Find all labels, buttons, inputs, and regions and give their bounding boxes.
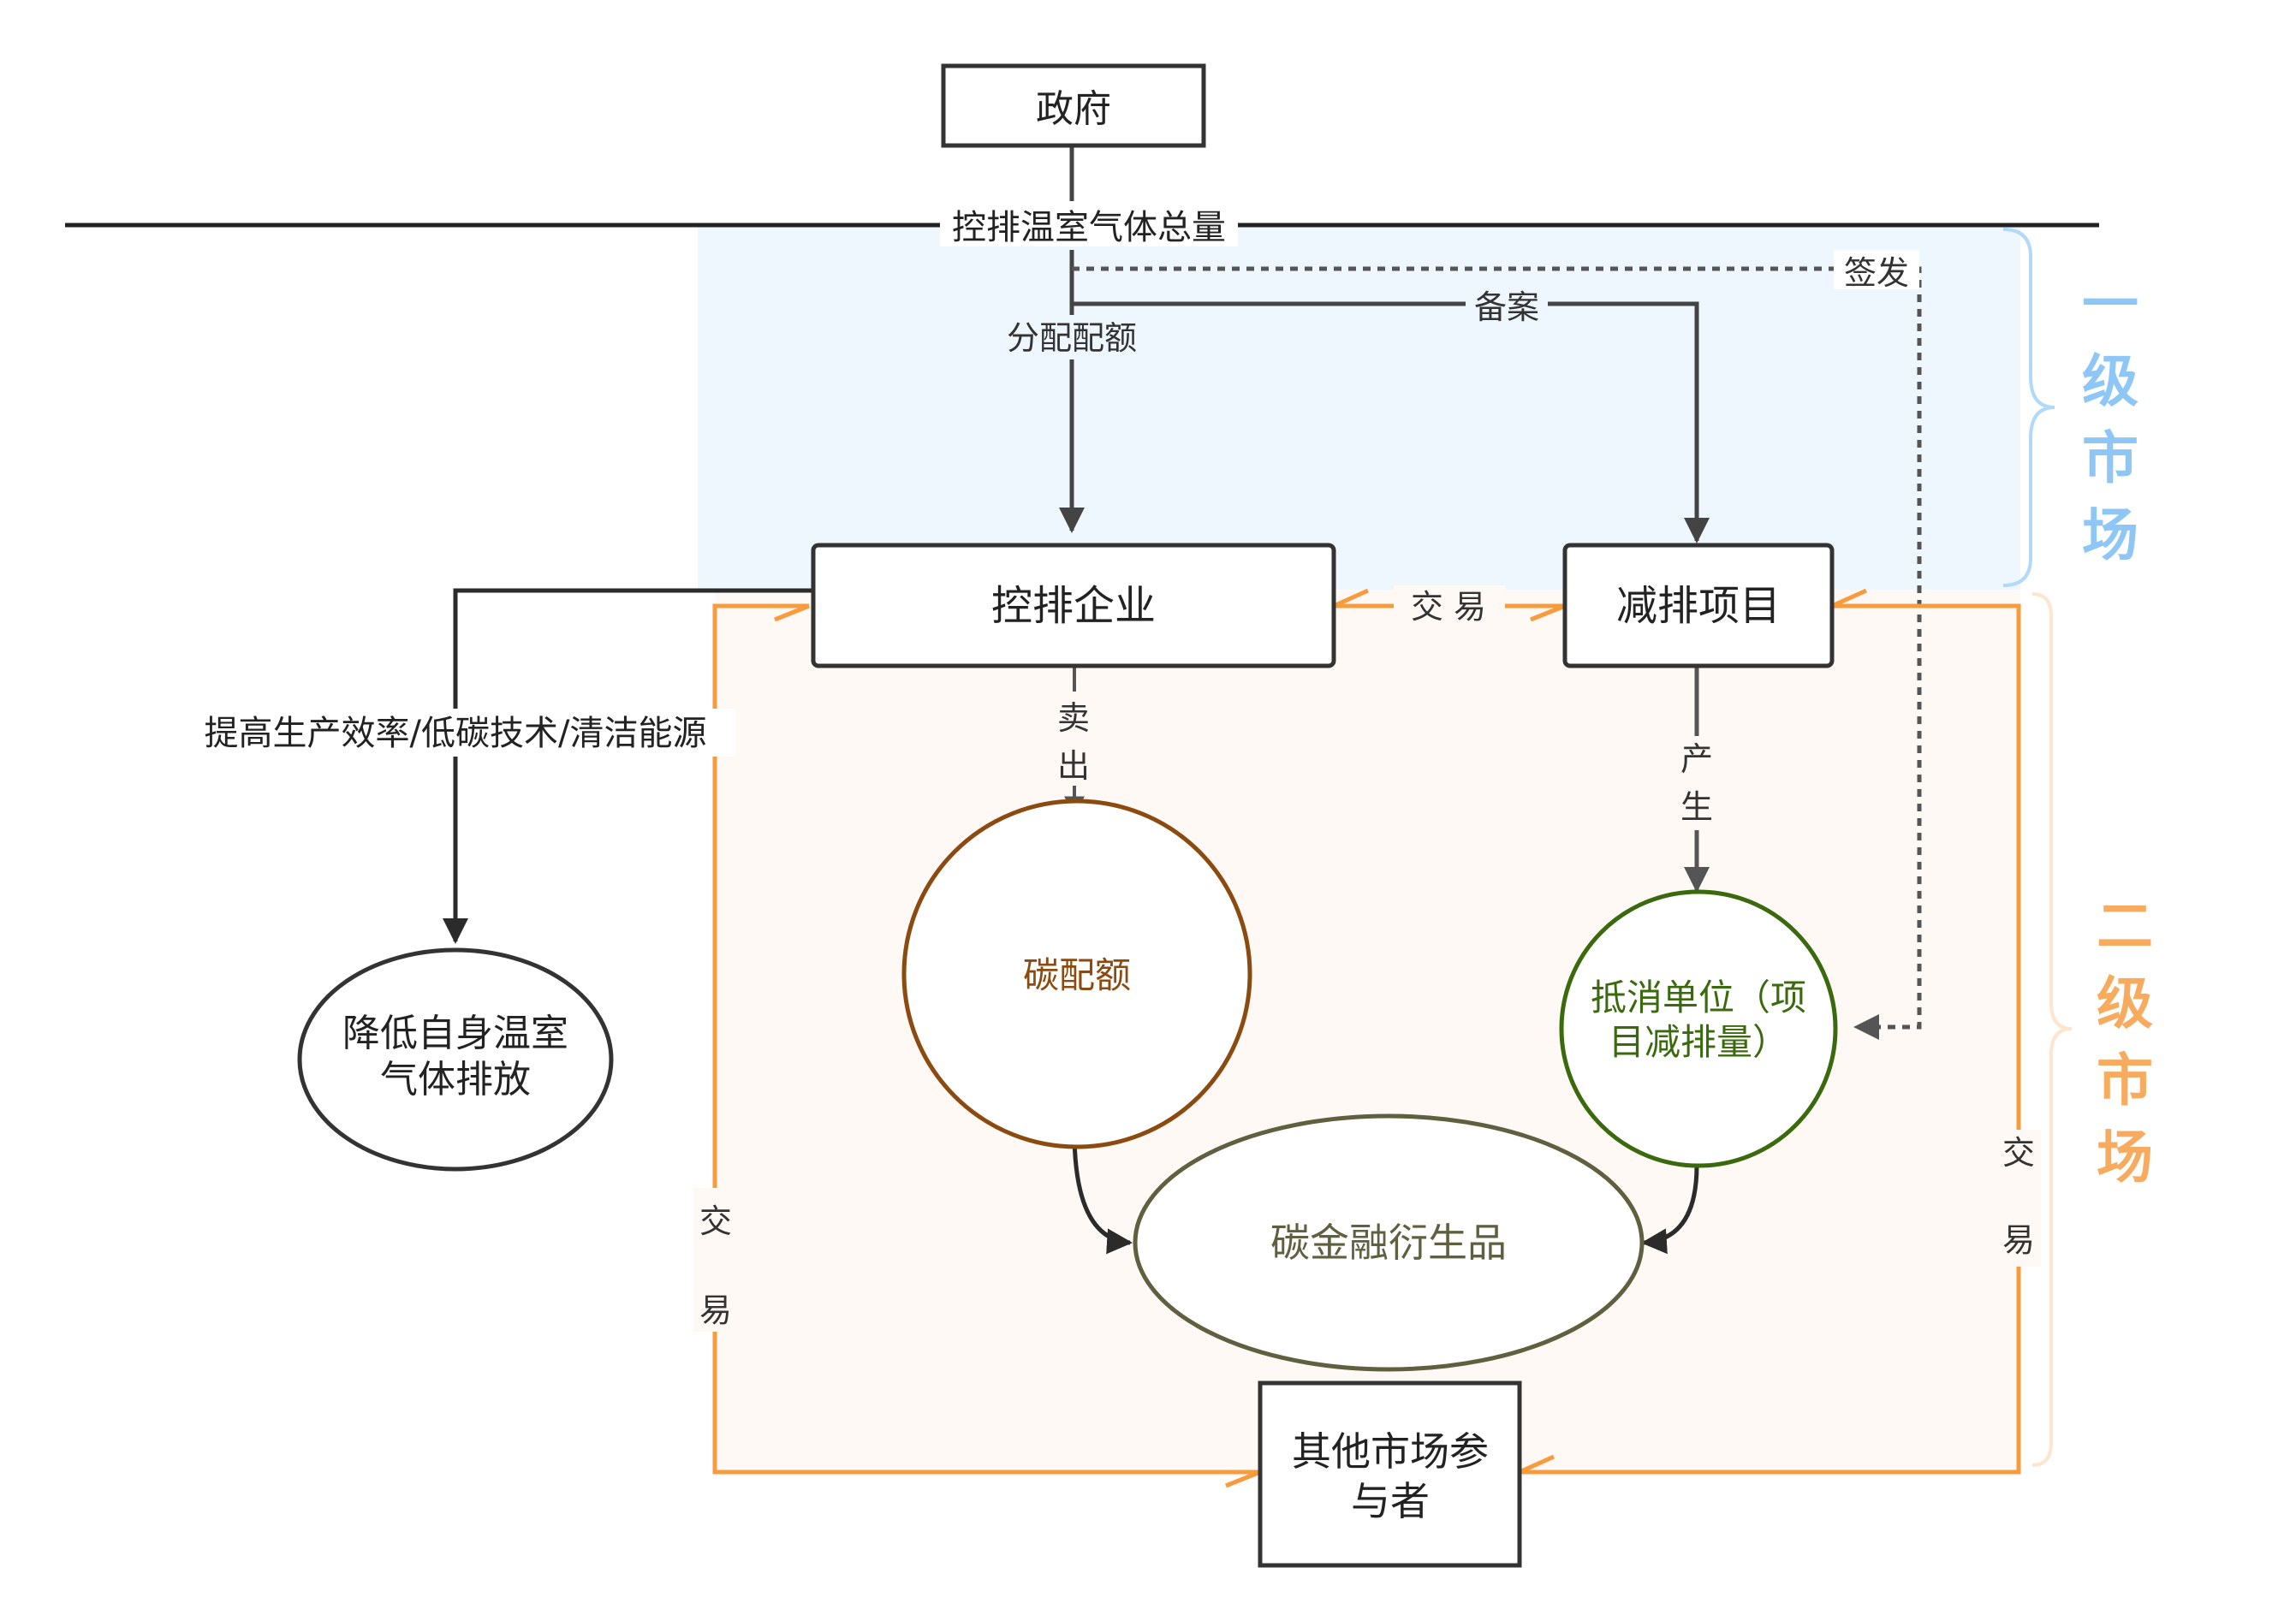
svg-text:市: 市 xyxy=(2097,1048,2153,1113)
government-node: 政府 xyxy=(941,63,1206,148)
svg-text:易: 易 xyxy=(2002,1221,2035,1259)
svg-text:场: 场 xyxy=(2097,1125,2153,1190)
secondary-market-label: 二 级 市 场 xyxy=(2097,894,2153,1190)
allocate-quota-label: 分配配额 xyxy=(998,315,1145,359)
svg-text:生: 生 xyxy=(1680,788,1713,826)
svg-text:交: 交 xyxy=(2002,1134,2035,1172)
register-label: 备案 xyxy=(1466,288,1548,326)
produce-label: 产 生 xyxy=(1674,736,1719,830)
reduction-project-node: 减排项目 xyxy=(1562,543,1835,668)
svg-text:交 易: 交 易 xyxy=(1411,588,1486,626)
svg-text:碳配额: 碳配额 xyxy=(1023,954,1131,996)
government-label: 政府 xyxy=(1036,87,1111,131)
svg-text:与者: 与者 xyxy=(1351,1478,1430,1524)
svg-text:气体排放: 气体排放 xyxy=(380,1058,531,1101)
trade-right-label: 交 易 xyxy=(1996,1130,2041,1267)
carbon-quota-node: 碳配额 xyxy=(901,799,1252,1149)
svg-text:降低自身温室: 降低自身温室 xyxy=(342,1012,568,1055)
reduction-project-label: 减排项目 xyxy=(1616,582,1781,630)
svg-text:出: 出 xyxy=(1057,747,1090,785)
svg-text:分配配额: 分配配额 xyxy=(1007,319,1137,357)
reduce-emissions-node: 降低自身温室 气体排放 xyxy=(297,947,614,1172)
trade-loop-right xyxy=(1520,603,2021,1475)
svg-text:交: 交 xyxy=(699,1202,732,1240)
trade-loop-left xyxy=(712,603,1260,1475)
register-arrow xyxy=(1072,301,1710,543)
svg-text:一: 一 xyxy=(2082,271,2138,337)
svg-text:其他市场参: 其他市场参 xyxy=(1292,1428,1489,1475)
improve-label: 提高生产效率/低碳技术/清洁能源 xyxy=(180,709,736,757)
svg-text:卖: 卖 xyxy=(1057,699,1090,737)
svg-text:产: 产 xyxy=(1680,740,1713,778)
offset-to-derivatives-arrow xyxy=(1641,1165,1699,1255)
carbon-derivatives-node: 碳金融衍生品 xyxy=(1133,1113,1645,1372)
other-participants-node: 其他市场参 与者 xyxy=(1258,1380,1522,1568)
issue-label: 签发 xyxy=(1834,250,1919,292)
svg-text:场: 场 xyxy=(2082,502,2138,568)
svg-text:备案: 备案 xyxy=(1474,288,1539,326)
svg-text:市: 市 xyxy=(2082,425,2138,491)
primary-market-region xyxy=(698,224,2020,590)
primary-market-bracket xyxy=(2002,228,2055,587)
trade-left-label: 交 易 xyxy=(693,1188,738,1332)
svg-text:易: 易 xyxy=(699,1291,732,1329)
secondary-market-bracket xyxy=(2031,592,2073,1467)
improve-efficiency-arrow xyxy=(443,588,813,944)
svg-text:抵消单位（项: 抵消单位（项 xyxy=(1591,977,1806,1018)
primary-market-label: 一 级 市 场 xyxy=(2082,271,2138,568)
cap-total-label: 控排温室气体总量 xyxy=(940,204,1238,247)
sell-label: 卖 出 xyxy=(1050,692,1097,786)
svg-text:二: 二 xyxy=(2097,894,2153,959)
trade-between-label: 交 易 xyxy=(1394,585,1505,628)
svg-text:碳金融衍生品: 碳金融衍生品 xyxy=(1270,1220,1507,1266)
trade-arrowheads xyxy=(774,588,1868,1488)
svg-text:签发: 签发 xyxy=(1844,254,1909,292)
svg-text:提高生产效率/低碳技术/清洁能源: 提高生产效率/低碳技术/清洁能源 xyxy=(205,714,707,753)
svg-text:目减排量）: 目减排量） xyxy=(1609,1021,1788,1063)
quota-to-derivatives-arrow xyxy=(1072,1131,1133,1255)
svg-text:级: 级 xyxy=(2097,971,2153,1036)
offset-unit-node: 抵消单位（项 目减排量） xyxy=(1559,889,1838,1168)
svg-text:级: 级 xyxy=(2082,348,2138,414)
svg-text:控排温室气体总量: 控排温室气体总量 xyxy=(952,208,1226,247)
control-enterprise-label: 控排企业 xyxy=(991,582,1156,630)
issue-dashed-arrow xyxy=(1072,266,1922,1040)
control-enterprise-node: 控排企业 xyxy=(811,543,1336,668)
